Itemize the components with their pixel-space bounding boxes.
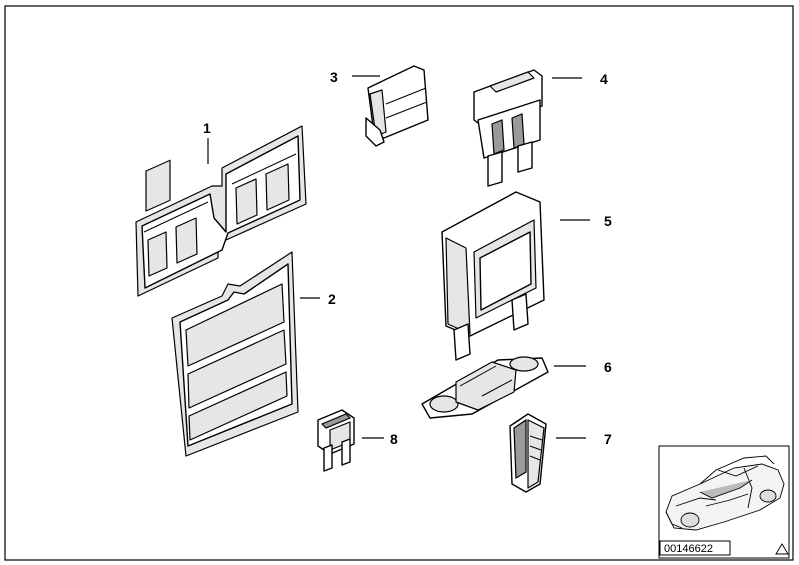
callout-8: 8 <box>390 431 398 447</box>
mini-blade-fuse[interactable] <box>317 409 355 472</box>
fuse-puller[interactable] <box>509 413 547 493</box>
fuse-cover-plate[interactable] <box>171 251 299 457</box>
fuse-label-card[interactable] <box>135 125 307 297</box>
callout-1: 1 <box>203 120 211 136</box>
callout-6: 6 <box>604 359 612 375</box>
fuse-clip[interactable] <box>365 65 429 147</box>
callout-3: 3 <box>330 69 338 85</box>
reference-number-box <box>659 540 731 556</box>
vehicle-thumbnail: 00146622 <box>658 445 790 559</box>
bolt-on-fuse[interactable] <box>421 356 549 419</box>
diagram-frame <box>4 5 794 561</box>
callout-7: 7 <box>604 431 612 447</box>
callout-4: 4 <box>600 71 608 87</box>
large-plug-in-fuse[interactable] <box>441 191 545 361</box>
callout-2: 2 <box>328 291 336 307</box>
maxi-blade-fuse[interactable] <box>473 69 543 187</box>
reference-number: 00146622 <box>664 543 713 555</box>
car-icon <box>665 455 785 531</box>
callout-5: 5 <box>604 213 612 229</box>
triangle-icon <box>775 543 789 555</box>
